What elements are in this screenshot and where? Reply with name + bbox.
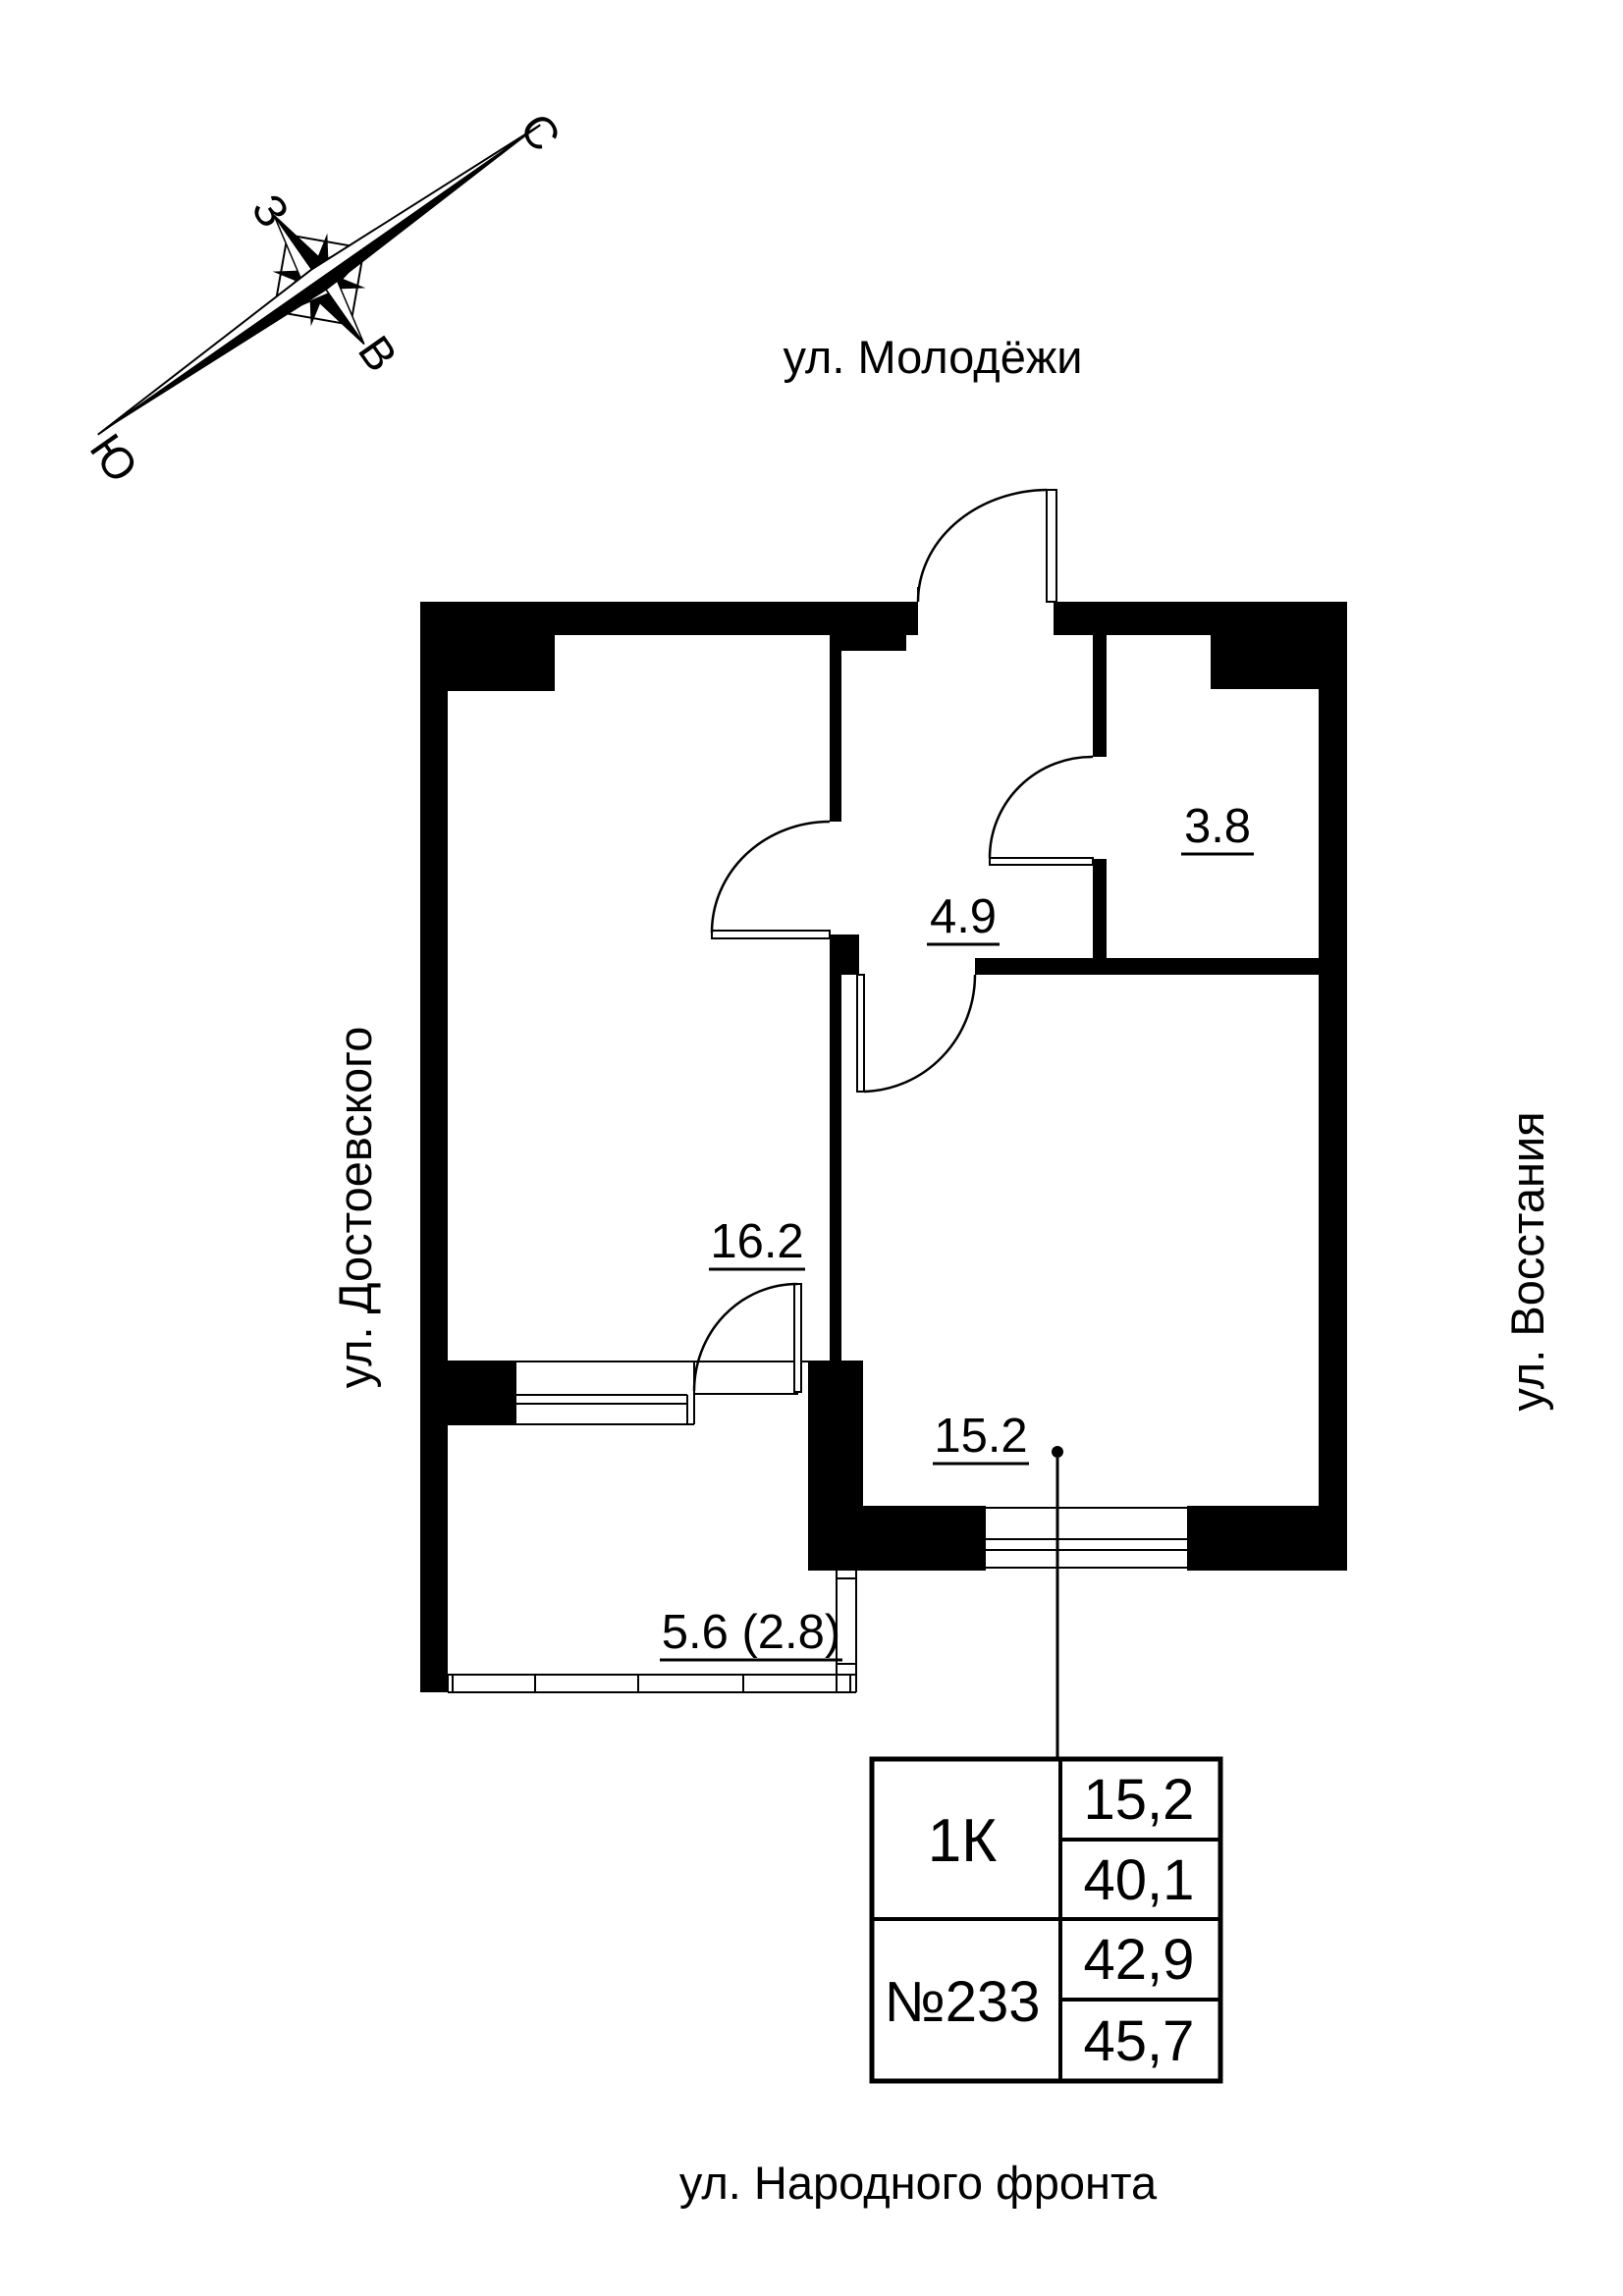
door-balcony (692, 1282, 802, 1393)
door-kitchen-leaf (856, 974, 865, 1093)
room-area-labels: 3.8 4.9 16.2 15.2 5.6 (2.8) (660, 800, 1254, 1662)
leader-dot (1052, 1446, 1063, 1458)
walls (420, 602, 1347, 1692)
compass-needle-white-half (97, 124, 541, 436)
table-value-total-balcony: 45,7 (1084, 2009, 1195, 2073)
apartment-number: №233 (885, 1970, 1041, 2034)
table-value-room: 15,2 (1084, 1768, 1195, 1832)
wall-top-right (1054, 602, 1347, 635)
door-bathroom (988, 755, 1094, 866)
wall-junction-block (830, 934, 859, 975)
area-room: 16.2 (710, 1215, 803, 1268)
door-bathroom-arc (988, 755, 1094, 859)
info-table: 1К №233 15,2 40,1 42,9 45,7 (869, 1756, 1223, 2084)
compass-label-west: З (242, 185, 299, 237)
wall-left (420, 635, 448, 1692)
window-room-balcony (514, 1361, 808, 1425)
street-label-top: ул. Молодёжи (783, 331, 1082, 383)
street-label-bottom: ул. Народного фронта (679, 2157, 1158, 2209)
compass-needle-black-half (97, 125, 541, 435)
table-value-living: 40,1 (1084, 1848, 1195, 1912)
compass-rose: С Ю З В (81, 104, 571, 492)
door-room-leaf (711, 930, 831, 939)
wall-hall-step (830, 635, 906, 651)
wall-right (1319, 635, 1347, 1571)
balcony-glazing (447, 1571, 857, 1693)
door-entrance (916, 488, 1057, 603)
pier-balcony-left (420, 1361, 515, 1425)
door-room-arc (710, 820, 831, 934)
compass-label-south: Ю (81, 425, 148, 492)
table-value-total: 42,9 (1084, 1928, 1195, 1992)
door-kitchen-arc (863, 974, 977, 1094)
wall-room-hall-upper (830, 635, 841, 822)
door-entrance-leaf (1046, 489, 1057, 603)
pier-balcony-right (808, 1361, 863, 1571)
area-wc: 3.8 (1184, 800, 1251, 853)
door-bathroom-leaf (989, 857, 1094, 866)
area-kitchen-living: 15.2 (934, 1410, 1027, 1463)
wall-hall-bottom (975, 958, 1319, 975)
wall-bottom-left (863, 1506, 985, 1571)
wall-bath-upper (1093, 635, 1107, 757)
street-label-left: ул. Достоевского (329, 1027, 381, 1389)
street-label-right: ул. Восстания (1501, 1111, 1553, 1411)
door-room (710, 820, 831, 939)
area-balcony: 5.6 (2.8) (662, 1606, 840, 1659)
door-kitchen (856, 974, 977, 1094)
window-kitchen (984, 1506, 1189, 1571)
area-hall: 4.9 (930, 890, 997, 943)
wall-bottom-right (1188, 1506, 1347, 1571)
door-entrance-arc (916, 488, 1048, 603)
wall-room-hall-lower (830, 934, 841, 1361)
door-balcony-leaf (793, 1283, 802, 1393)
wall-bath-lower (1093, 859, 1107, 975)
apartment-type: 1К (928, 1807, 998, 1875)
door-balcony-arc (692, 1282, 798, 1392)
leader-line (1052, 1446, 1063, 1757)
compass-label-north: С (511, 104, 571, 160)
